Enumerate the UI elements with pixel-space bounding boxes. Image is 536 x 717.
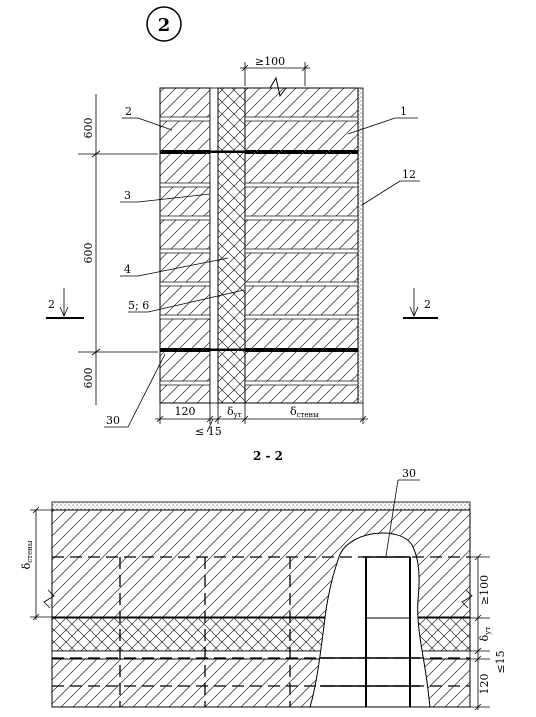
left-break-line <box>43 589 55 609</box>
reinforcement-joints <box>160 150 358 352</box>
callout-3: 3 <box>124 189 131 202</box>
wall-elevation-view <box>159 76 364 404</box>
callout-30: 30 <box>106 414 120 427</box>
section-callout-leader <box>385 479 420 557</box>
section-left-dimension <box>30 506 52 621</box>
section-title: 2 - 2 <box>253 449 283 463</box>
section-mark-right <box>403 288 438 319</box>
drawing-number-badge: 2 <box>146 6 182 42</box>
section-dim-wall: δстены <box>20 540 34 569</box>
section-plaster <box>51 501 471 511</box>
facing-masonry <box>159 87 211 404</box>
callout-4: 4 <box>124 263 131 276</box>
break-line <box>269 76 287 98</box>
drawing-number: 2 <box>158 15 171 36</box>
mortar-joints-left <box>159 116 211 386</box>
section-view <box>43 501 473 708</box>
width-dim-delta-wall: δстены <box>290 405 319 419</box>
width-dim-facing: 120 <box>175 405 196 418</box>
section-callout-30: 30 <box>402 467 416 480</box>
section-right-dimensions <box>470 553 490 711</box>
mortar-joints-right <box>244 116 359 386</box>
callout-1: 1 <box>400 105 407 118</box>
section-mark-left-label: 2 <box>48 298 55 311</box>
gap-leader <box>206 418 214 433</box>
section-dim-delta: δут <box>478 627 492 642</box>
height-dim-mid: 600 <box>82 243 95 264</box>
insulation-layer <box>217 87 246 404</box>
section-dim-bottom: 120 <box>478 674 491 695</box>
air-gap <box>209 87 219 404</box>
anchor-dim-label: ≥100 <box>255 55 285 68</box>
right-break-line <box>461 589 473 609</box>
anchor-dimension <box>240 62 310 86</box>
height-dimensions <box>78 94 158 405</box>
callout-5-6: 5; 6 <box>128 299 149 312</box>
callout-leaders <box>104 117 420 428</box>
width-dim-delta-ut: δут <box>227 405 242 419</box>
cutaway-region <box>309 532 431 708</box>
plaster-layer <box>357 87 364 404</box>
gap-dim-label: ≤ 15 <box>195 425 222 438</box>
main-wall-masonry <box>244 87 359 404</box>
section-dim-gap: ≤15 <box>494 650 507 673</box>
callout-12: 12 <box>402 168 416 181</box>
height-dim-top: 600 <box>82 118 95 139</box>
width-dimensions <box>155 403 368 424</box>
height-dim-bot: 600 <box>82 368 95 389</box>
anchor-ties <box>320 556 420 707</box>
section-mark-right-label: 2 <box>424 298 431 311</box>
section-dim-top: ≥100 <box>478 575 491 605</box>
section-mark-left <box>46 288 84 319</box>
callout-2: 2 <box>125 105 132 118</box>
